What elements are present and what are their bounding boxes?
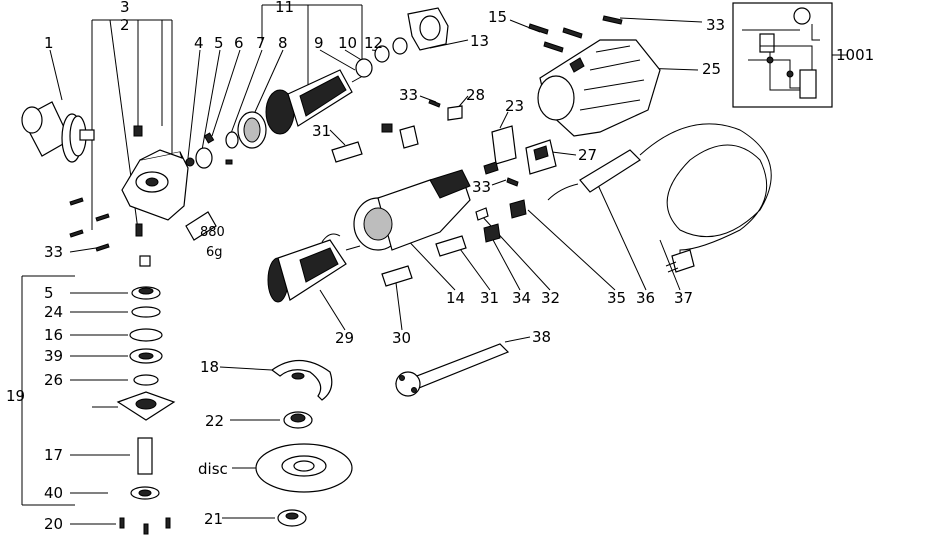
part-grease-tube bbox=[185, 211, 217, 241]
callout-12: 12 bbox=[364, 34, 383, 52]
part-gear-housing bbox=[121, 149, 189, 221]
part-armature bbox=[265, 69, 371, 135]
part-inner-flange bbox=[283, 411, 313, 429]
part-switch-23 bbox=[491, 125, 517, 165]
part-stator-housing bbox=[353, 169, 471, 251]
part-terminals bbox=[475, 199, 527, 243]
callout-25: 25 bbox=[702, 60, 721, 78]
callout-4: 4 bbox=[194, 34, 204, 52]
callout-14: 14 bbox=[446, 289, 465, 307]
callout-35: 35 bbox=[607, 289, 626, 307]
part-label-31 bbox=[331, 141, 363, 163]
callout-39: 39 bbox=[44, 347, 63, 365]
callout-15: 15 bbox=[488, 8, 507, 26]
callout-7: 7 bbox=[256, 34, 266, 52]
callout-8: 8 bbox=[278, 34, 288, 52]
part-side-handle bbox=[21, 101, 95, 163]
part-bearing-small bbox=[185, 131, 239, 169]
callout-34: 34 bbox=[512, 289, 531, 307]
part-housing-screws bbox=[69, 197, 110, 252]
callout-22: 22 bbox=[205, 412, 224, 430]
part-spanner bbox=[395, 343, 510, 397]
callout-33d: 33 bbox=[44, 243, 63, 261]
callout-6: 6 bbox=[234, 34, 244, 52]
part-carbon-brushes bbox=[381, 123, 419, 149]
callout-10: 10 bbox=[338, 34, 357, 52]
part-left-stack bbox=[116, 286, 176, 535]
callout-33a: 33 bbox=[706, 16, 725, 34]
part-motor-housing bbox=[537, 39, 661, 137]
callout-17: 17 bbox=[44, 446, 63, 464]
callout-24: 24 bbox=[44, 303, 63, 321]
callout-disc: disc bbox=[198, 460, 228, 478]
part-screw-33 bbox=[428, 99, 441, 108]
part-bevel-gear bbox=[237, 111, 267, 149]
callout-31b: 31 bbox=[480, 289, 499, 307]
grease-weight: 6g bbox=[206, 245, 223, 260]
callout-labels: 3 2 1 4 5 6 7 8 11 9 10 12 13 15 33 25 3… bbox=[6, 0, 874, 533]
callout-23: 23 bbox=[505, 97, 524, 115]
callout-30: 30 bbox=[392, 329, 411, 347]
part-switch-27 bbox=[525, 139, 557, 175]
callout-26: 26 bbox=[44, 371, 63, 389]
callout-11: 11 bbox=[275, 0, 294, 16]
grease-code: 880 bbox=[200, 225, 225, 240]
callout-31a: 31 bbox=[312, 122, 331, 140]
part-stator bbox=[267, 233, 361, 303]
callout-40: 40 bbox=[44, 484, 63, 502]
callout-18: 18 bbox=[200, 358, 219, 376]
callout-5a: 5 bbox=[214, 34, 224, 52]
callout-13: 13 bbox=[470, 32, 489, 50]
callout-20: 20 bbox=[44, 515, 63, 533]
callout-1001: 1001 bbox=[836, 46, 874, 64]
part-cord bbox=[547, 123, 772, 273]
callout-5b: 5 bbox=[44, 284, 54, 302]
callout-9: 9 bbox=[314, 34, 324, 52]
callout-3: 3 bbox=[120, 0, 130, 16]
callout-29: 29 bbox=[335, 329, 354, 347]
callout-27: 27 bbox=[578, 146, 597, 164]
part-wiring-diagram bbox=[732, 2, 833, 108]
callout-28: 28 bbox=[466, 86, 485, 104]
part-plate-30 bbox=[381, 265, 413, 287]
part-wheel-guard bbox=[270, 359, 333, 401]
callout-36: 36 bbox=[636, 289, 655, 307]
part-small-33-lower bbox=[483, 161, 519, 187]
callout-33c: 33 bbox=[472, 178, 491, 196]
part-screws-15 bbox=[528, 15, 623, 53]
part-disc bbox=[255, 443, 353, 493]
callout-2: 2 bbox=[120, 16, 130, 34]
callout-19: 19 bbox=[6, 387, 25, 405]
part-small-screws bbox=[133, 125, 151, 267]
callout-1: 1 bbox=[44, 34, 54, 52]
callout-32: 32 bbox=[541, 289, 560, 307]
callout-33b: 33 bbox=[399, 86, 418, 104]
callout-38: 38 bbox=[532, 328, 551, 346]
part-label-31b bbox=[435, 235, 467, 257]
callout-16: 16 bbox=[44, 326, 63, 344]
part-armature-bearings bbox=[355, 37, 408, 78]
callout-37: 37 bbox=[674, 289, 693, 307]
part-flange-nut bbox=[277, 509, 307, 527]
part-bearing-cap bbox=[407, 7, 449, 51]
callout-21: 21 bbox=[204, 510, 223, 528]
part-brush-holder-28 bbox=[447, 105, 463, 121]
